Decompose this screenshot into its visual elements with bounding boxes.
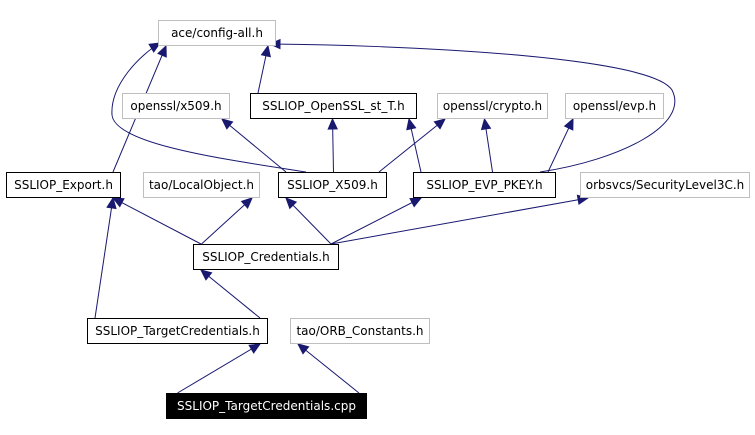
node-orb-constants[interactable]: tao/ORB_Constants.h bbox=[290, 318, 430, 344]
node-config-all[interactable]: ace/config-all.h bbox=[158, 20, 276, 46]
node-x509-openssl[interactable]: openssl/x509.h bbox=[122, 93, 230, 119]
node-evp[interactable]: openssl/evp.h bbox=[565, 93, 664, 119]
edge-sslx509-to-config-all bbox=[111, 42, 307, 173]
node-evp-pkey[interactable]: SSLIOP_EVP_PKEY.h bbox=[413, 172, 556, 198]
node-sslx509[interactable]: SSLIOP_X509.h bbox=[278, 172, 387, 198]
edge-credentials-to-export bbox=[111, 197, 202, 245]
node-target-credentials-cpp[interactable]: SSLIOP_TargetCredentials.cpp bbox=[166, 393, 367, 419]
edge-credentials-to-evp-pkey bbox=[330, 197, 423, 245]
node-security-level3c[interactable]: orbsvcs/SecurityLevel3C.h bbox=[580, 172, 750, 198]
edge-target-credentials-to-export bbox=[94, 196, 117, 319]
edge-credentials-to-sslx509 bbox=[285, 197, 332, 245]
edge-sslx509-to-x509-openssl bbox=[221, 118, 287, 173]
edge-openssl-st-to-config-all bbox=[257, 44, 271, 94]
edge-credentials-to-local-object bbox=[201, 197, 253, 245]
edge-credentials-to-security-level3c bbox=[330, 194, 590, 245]
edge-evp-pkey-to-crypto bbox=[480, 117, 493, 173]
edge-target-credentials-cpp-to-target-credentials bbox=[177, 343, 262, 394]
edge-target-credentials-cpp-to-orb-constants bbox=[297, 343, 360, 394]
node-export[interactable]: SSLIOP_Export.h bbox=[6, 172, 121, 198]
node-credentials[interactable]: SSLIOP_Credentials.h bbox=[193, 244, 339, 270]
edge-sslx509-to-openssl-st bbox=[327, 117, 338, 173]
edge-target-credentials-to-credentials bbox=[200, 269, 261, 319]
node-crypto[interactable]: openssl/crypto.h bbox=[437, 93, 548, 119]
edge-sslx509-to-crypto bbox=[378, 118, 446, 173]
edge-evp-pkey-to-openssl-st bbox=[406, 117, 422, 173]
node-target-credentials[interactable]: SSLIOP_TargetCredentials.h bbox=[87, 318, 268, 344]
node-local-object[interactable]: tao/LocalObject.h bbox=[143, 172, 260, 198]
edge-evp-pkey-to-evp bbox=[547, 117, 574, 173]
node-openssl-st[interactable]: SSLIOP_OpenSSL_st_T.h bbox=[250, 93, 417, 119]
